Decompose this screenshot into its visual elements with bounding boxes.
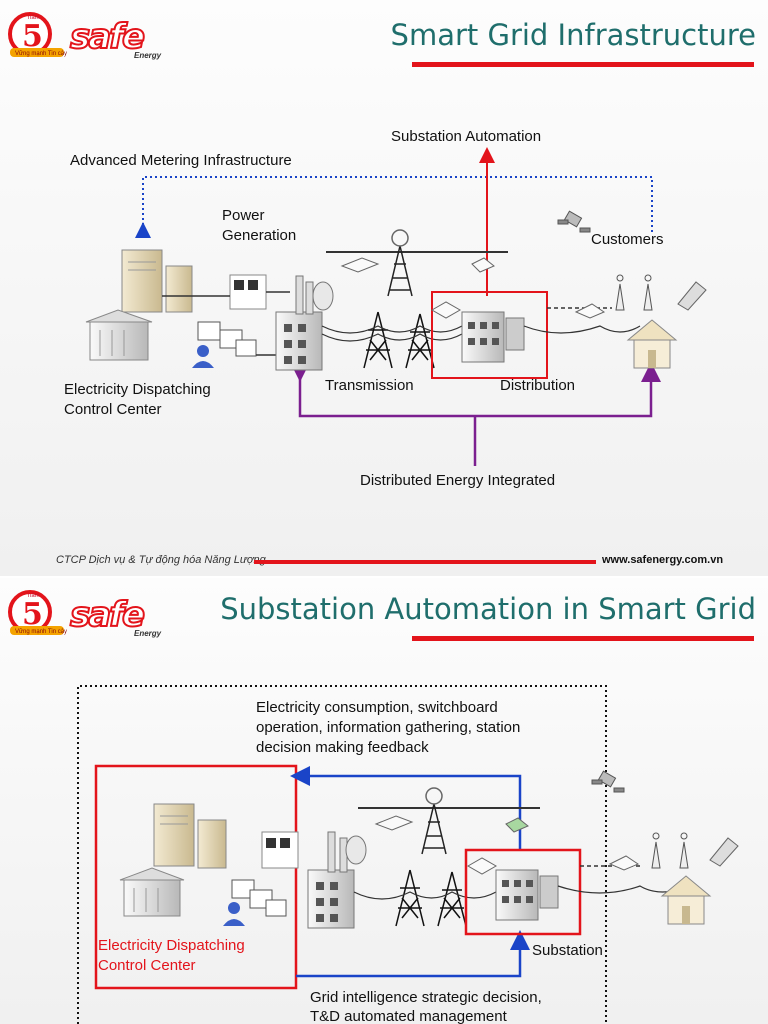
label-control-center-2: Control Center (98, 957, 196, 974)
substation-automation-diagram (77, 685, 739, 1024)
slide-title: Smart Grid Infrastructure (390, 18, 756, 52)
svg-text:Vững mạnh Tin cậy: Vững mạnh Tin cậy (15, 629, 67, 635)
label-distribution: Distribution (500, 377, 576, 394)
svg-text:năm: năm (28, 15, 40, 21)
safe-energy-logo: 5 năm Vững mạnh Tin cậy safe Energy (8, 590, 162, 638)
slide-divider (0, 576, 768, 578)
title-underline (412, 636, 754, 641)
router-icon (471, 257, 495, 273)
router-icon (574, 303, 606, 319)
communication-tower-icon (421, 787, 447, 855)
router-icon (374, 815, 414, 831)
logo-brand: safe (70, 17, 144, 57)
label-decision-2: T&D automated management (310, 1008, 507, 1024)
control-building-icon (85, 309, 153, 361)
power-plant-icon (307, 831, 367, 929)
label-ami: Advanced Metering Infrastructure (70, 152, 292, 169)
label-substation: Substation (532, 942, 603, 959)
logo-number: 5 (22, 19, 43, 54)
control-center-highlight-box (94, 764, 298, 990)
svg-text:Energy: Energy (134, 51, 162, 60)
svg-text:Energy: Energy (134, 629, 162, 638)
communication-tower-icon (387, 229, 413, 297)
label-feedback-1: Electricity consumption, switchboard (256, 699, 498, 716)
ami-link (135, 176, 653, 238)
house-icon (626, 319, 678, 369)
operator-workstation-icon (192, 321, 257, 368)
label-customers: Customers (591, 231, 664, 248)
router-icon (505, 817, 529, 833)
decision-arrow (296, 930, 530, 978)
svg-text:5: 5 (22, 597, 43, 632)
slide-smart-grid-infrastructure: 5 năm Vững mạnh Tin cậy safe Energy Smar… (0, 0, 768, 576)
network-switch-icon (261, 831, 299, 869)
slide-title: Substation Automation in Smart Grid (220, 592, 756, 626)
antenna-icon (651, 832, 689, 869)
label-power-generation-2: Generation (222, 227, 297, 244)
transmission-tower-icon (363, 311, 435, 369)
svg-text:Vững mạnh Tin cậy: Vững mạnh Tin cậy (15, 51, 67, 57)
server-icon (153, 803, 227, 869)
label-control-center-1: Electricity Dispatching (98, 937, 245, 954)
label-control-center-2: Control Center (64, 401, 162, 418)
server-icon (121, 249, 193, 313)
label-feedback-3: decision making feedback (256, 739, 429, 756)
footer-rule (254, 560, 596, 564)
footer-company: CTCP Dịch vụ & Tự động hóa Năng Lượng (56, 554, 266, 566)
footer-website[interactable]: www.safenergy.com.vn (602, 554, 724, 566)
substation-highlight-box (431, 291, 548, 379)
label-power-generation-1: Power (222, 207, 265, 224)
svg-text:năm: năm (28, 593, 40, 599)
label-distributed-energy: Distributed Energy Integrated (360, 472, 556, 489)
control-building-icon (119, 867, 185, 917)
router-icon (430, 301, 462, 319)
house-icon (660, 875, 712, 925)
label-decision-1: Grid intelligence strategic decision, (310, 989, 542, 1006)
label-transmission: Transmission (325, 377, 414, 394)
label-feedback-2: operation, information gathering, statio… (256, 719, 521, 736)
smart-grid-diagram (85, 147, 707, 466)
operator-workstation-icon (223, 879, 287, 926)
mobile-phone-icon (677, 281, 707, 311)
substation-building-icon (461, 311, 525, 363)
power-plant-icon (275, 275, 334, 371)
label-substation-automation: Substation Automation (391, 128, 542, 145)
mobile-phone-icon (709, 837, 739, 867)
scope-frame (77, 685, 607, 1024)
satellite-icon (591, 770, 625, 793)
safe-energy-logo: 5 năm Vững mạnh Tin cậy safe Energy (8, 12, 162, 60)
antenna-icon (615, 274, 653, 311)
substation-building-icon (495, 869, 559, 921)
svg-text:safe: safe (70, 595, 144, 635)
network-switch-icon (229, 274, 267, 310)
title-underline (412, 62, 754, 67)
router-icon (608, 855, 640, 871)
satellite-icon (557, 210, 591, 233)
slide-substation-automation: 5 năm Vững mạnh Tin cậy safe Energy Subs… (0, 578, 768, 1024)
transmission-tower-icon (395, 869, 467, 927)
router-icon (340, 257, 380, 273)
label-control-center-1: Electricity Dispatching (64, 381, 211, 398)
router-icon (466, 857, 498, 875)
